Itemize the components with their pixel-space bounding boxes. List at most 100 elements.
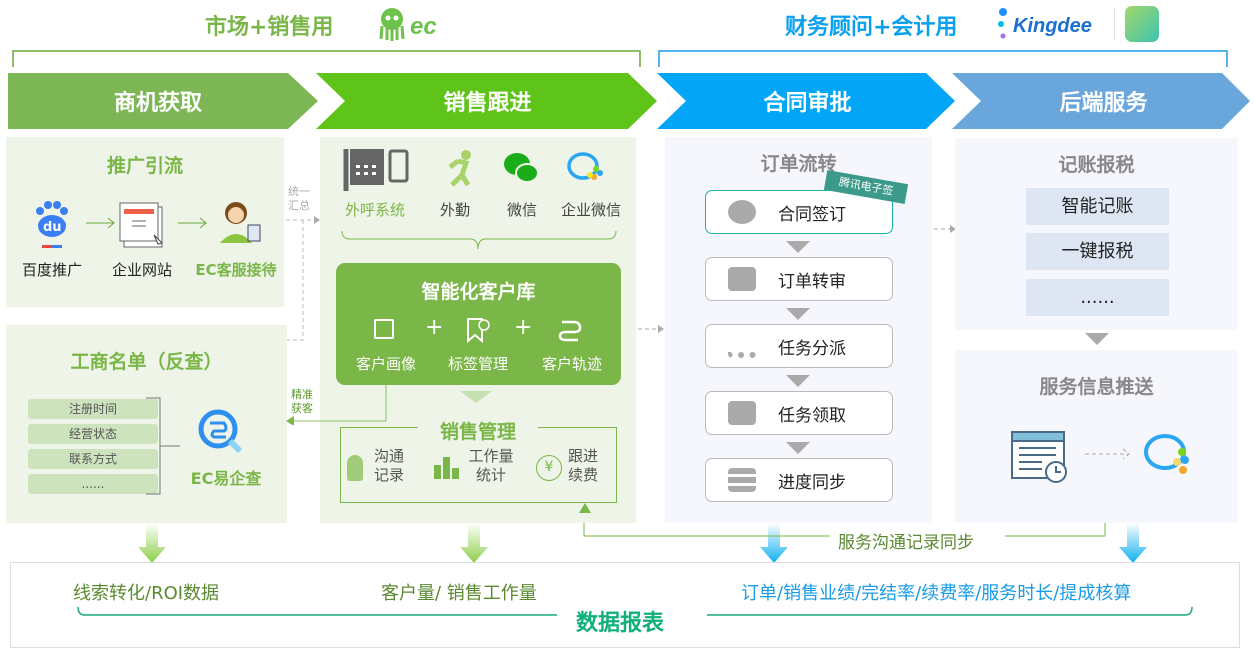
registry-title: 工商名单（反查） [70,351,223,373]
down-arrow [786,308,810,320]
wechat-icon [503,151,539,187]
promo-title: 推广引流 [106,155,183,177]
step-label: 任务领取 [778,405,846,426]
step-order-review: 订单转审 [705,257,893,301]
kingdee-logo: Kingdee [997,6,1107,42]
crm-title: 智能化客户库 [421,281,536,303]
accounting-panel: 记账报税 智能记账 一键报税 ...... [955,138,1238,330]
channel-wecom: 企业微信 [560,201,621,219]
sales-workload: 工作量统计 [468,447,514,484]
down-arrow [786,442,810,454]
label-website: 企业网站 [111,261,172,279]
step-label: 任务分派 [778,338,846,359]
order-panel: 订单流转 合同签订 腾讯电子签 订单转审 任务分派 任务领取 进度同步 [665,137,932,523]
push-panel: 服务信息推送 [955,350,1238,523]
crm-track: 客户轨迹 [541,355,602,373]
channel-call: 外呼系统 [344,201,405,219]
push-title: 服务信息推送 [1039,376,1154,398]
report-left: 线索转化/ROI数据 [73,583,220,604]
channel-wechat: 微信 [506,201,537,219]
crm-portrait: 客户画像 [355,355,416,373]
website-icon [118,201,168,249]
field-work-icon [438,149,478,189]
down-arrow [1085,333,1109,345]
tag-bracket [146,397,180,495]
sync-arrow-head [579,503,591,513]
stage-contract: 合同审批 [763,91,852,116]
right-title: 财务顾问+会计用 [785,15,958,40]
dashed-arrow [638,325,664,333]
label-ec-query: EC易企查 [190,469,262,488]
portrait-icon [374,319,394,339]
dashed-arrow [1085,448,1130,460]
channel-field: 外勤 [439,201,470,219]
customer-service-icon [216,197,262,245]
report-right: 订单/销售业绩/完结率/续费率/服务时长/提成核算 [741,583,1132,604]
dashed-connector [286,216,320,341]
wecom-icon [566,151,606,189]
plus-sign: + [514,315,533,340]
baidu-icon: du [32,201,72,249]
server-icon [728,468,756,492]
seal-icon [728,200,756,224]
step-contract-sign: 合同签订 [705,190,893,234]
step-label: 进度同步 [778,472,846,493]
sales-mgmt-title: 销售管理 [418,417,538,444]
tag-item: 注册时间 [28,399,158,419]
crm-tags: 标签管理 [447,355,508,373]
org-chart-icon [728,334,756,358]
report-arrows [138,523,1147,563]
step-task-claim: 任务领取 [705,391,893,435]
label-baidu: 百度推广 [21,261,82,279]
precise-connector [286,385,387,425]
order-title: 订单流转 [760,153,837,175]
dashed-arrow [934,225,956,233]
calendar-icon [1010,428,1070,484]
sync-note: 服务沟通记录同步 [838,533,974,553]
label-ec-service: EC客服接待 [195,261,277,279]
left-title: 市场+销售用 [205,15,334,40]
stage-sales-follow: 销售跟进 [443,91,532,116]
svg-text:du: du [43,220,62,235]
down-arrow [460,391,492,403]
step-label: 合同签订 [778,204,846,225]
ec-logo: ec [378,6,450,42]
track-icon [558,318,582,342]
app-icon [1125,6,1159,42]
header-brackets [12,50,1228,67]
mic-icon [347,455,363,481]
wecom-icon [1143,430,1199,482]
note-unify: 统一汇总 [288,185,310,212]
report-box: 线索转化/ROI数据 客户量/ 销售工作量 订单/销售业绩/完结率/续费率/服务… [10,562,1240,648]
stage-chevrons [8,73,1250,129]
accounting-title: 记账报税 [1058,154,1135,176]
report-title: 数据报表 [576,611,665,636]
phone-icon [340,145,410,195]
stage-service: 后端服务 [1059,91,1148,116]
accounting-item: ...... [1026,279,1169,316]
sales-renew: 跟进续费 [568,447,599,484]
report-middle: 客户量/ 销售工作量 [381,583,537,604]
svg-text:ec: ec [410,13,437,40]
document-check-icon [728,267,756,291]
flow-arrows [86,217,207,229]
registry-panel: 工商名单（反查） 注册时间 经营状态 联系方式 ...... EC易企查 [6,325,287,523]
promo-panel: 推广引流 du 百度推广 企业网站 EC客服接待 [6,137,284,307]
accounting-item: 一键报税 [1026,233,1169,270]
tag-item: ...... [28,474,158,494]
tag-item: 联系方式 [28,449,158,469]
ec-search-icon [196,407,246,457]
down-arrow [786,375,810,387]
step-progress-sync: 进度同步 [705,458,893,502]
yen-icon: ¥ [536,455,562,481]
bar-chart-icon [434,455,462,479]
crm-box: 智能化客户库 + + 客户画像 标签管理 客户轨迹 [336,263,621,385]
clipboard-check-icon [728,401,756,425]
tag-icon [466,317,490,344]
stage-opportunity: 商机获取 [113,91,202,116]
channel-brace [341,230,617,250]
report-brace [77,606,1193,616]
step-task-assign: 任务分派 [705,324,893,368]
plus-sign: + [425,315,444,340]
accounting-item: 智能记账 [1026,188,1169,225]
